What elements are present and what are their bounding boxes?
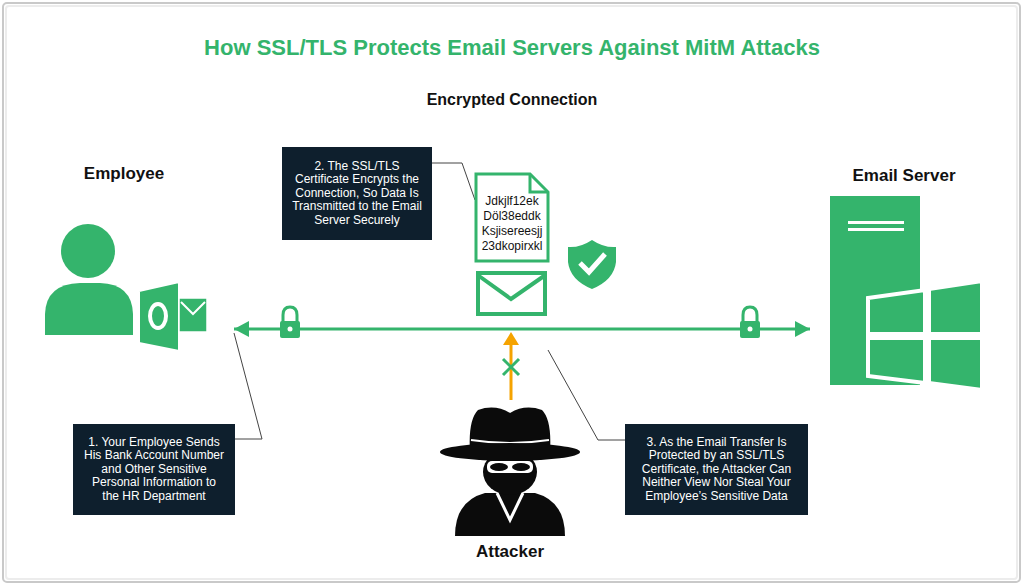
leader-line bbox=[432, 163, 475, 200]
icon-node: Employee bbox=[40, 162, 234, 345]
callout-box: 3. As the Email Transfer Is Protected by… bbox=[625, 424, 808, 515]
hat-band bbox=[471, 440, 549, 443]
diagram-title: How SSL/TLS Protects Email Servers Again… bbox=[0, 35, 1024, 61]
person-body bbox=[45, 283, 133, 335]
block-cross bbox=[503, 359, 519, 375]
callout-box: 2. The SSL/TLS Certificate Encrypts the … bbox=[282, 147, 432, 240]
windows-pane bbox=[929, 338, 982, 390]
outlook-envelope bbox=[179, 298, 207, 332]
encrypted-connection bbox=[234, 321, 810, 337]
lock-shackle bbox=[283, 307, 297, 322]
lock-body bbox=[740, 321, 760, 338]
block-cross bbox=[503, 359, 519, 375]
outlook-icon bbox=[139, 282, 179, 351]
envelope-icon bbox=[478, 273, 545, 314]
leader-line bbox=[234, 333, 262, 439]
node-heading: Employee bbox=[40, 164, 208, 184]
connector-line bbox=[234, 328, 810, 331]
lock-keyhole bbox=[288, 327, 293, 332]
node-heading: Attacker bbox=[435, 542, 585, 562]
outlook-letter bbox=[150, 304, 166, 328]
arrowhead bbox=[795, 321, 810, 337]
person-head bbox=[61, 224, 115, 278]
callout-text: 1. Your Employee Sends His Bank Account … bbox=[83, 436, 225, 504]
attacker-eye bbox=[490, 463, 508, 471]
connector-line bbox=[234, 333, 262, 439]
callout-box: 1. Your Employee Sends His Bank Account … bbox=[73, 424, 235, 515]
lock-body bbox=[280, 321, 300, 338]
frame bbox=[3, 3, 1020, 582]
cipher-text: Jdkjlf12ek Döl38eddk Ksjisereesjj 23dkop… bbox=[475, 173, 545, 254]
leader-line bbox=[548, 350, 625, 440]
shield-check bbox=[580, 254, 605, 272]
arrowhead bbox=[234, 321, 249, 337]
callout-text: 2. The SSL/TLS Certificate Encrypts the … bbox=[292, 160, 422, 228]
lock-shackle bbox=[743, 307, 757, 322]
server-slot bbox=[848, 221, 904, 224]
hat-brim bbox=[440, 443, 580, 461]
windows-pane bbox=[868, 290, 925, 334]
attacker-body bbox=[455, 493, 565, 536]
document-fold bbox=[530, 174, 548, 192]
connector-line bbox=[432, 163, 475, 200]
document-outline bbox=[476, 174, 548, 261]
windows-pane bbox=[868, 338, 925, 383]
icon-node: Email Server bbox=[810, 165, 990, 387]
lock-keyhole bbox=[748, 327, 753, 332]
encrypted-document: Jdkjlf12ek Döl38eddk Ksjisereesjj 23dkop… bbox=[475, 173, 548, 262]
icon-node: Attacker bbox=[435, 405, 585, 565]
attacker-collar bbox=[497, 493, 523, 520]
attacker-mask bbox=[487, 461, 533, 473]
attack-arrow bbox=[510, 343, 513, 400]
attacker-eye bbox=[512, 463, 530, 471]
section-label: Encrypted Connection bbox=[0, 91, 1024, 109]
attack-arrowhead bbox=[503, 332, 519, 345]
envelope-flap bbox=[479, 276, 544, 299]
server-slot bbox=[848, 228, 904, 231]
callout-text: 3. As the Email Transfer Is Protected by… bbox=[635, 436, 798, 504]
node-heading: Email Server bbox=[810, 166, 998, 186]
outlook-flap bbox=[181, 302, 205, 314]
shield-icon bbox=[568, 240, 616, 289]
windows-pane bbox=[929, 281, 982, 334]
